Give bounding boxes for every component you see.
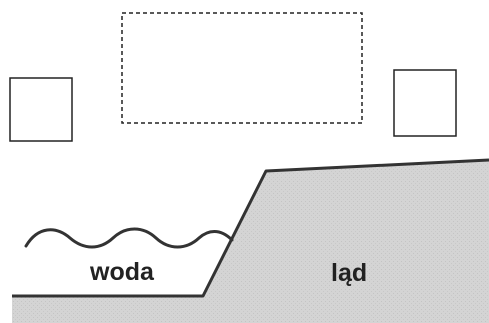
left-answer-box[interactable] (9, 77, 73, 142)
right-answer-box[interactable] (393, 69, 457, 137)
land-area (12, 160, 489, 323)
center-dashed-answer-box[interactable] (121, 12, 363, 124)
land-label: ląd (331, 259, 367, 287)
water-label: woda (89, 258, 155, 286)
water-wave (24, 227, 234, 249)
terrain-outline (12, 158, 489, 298)
